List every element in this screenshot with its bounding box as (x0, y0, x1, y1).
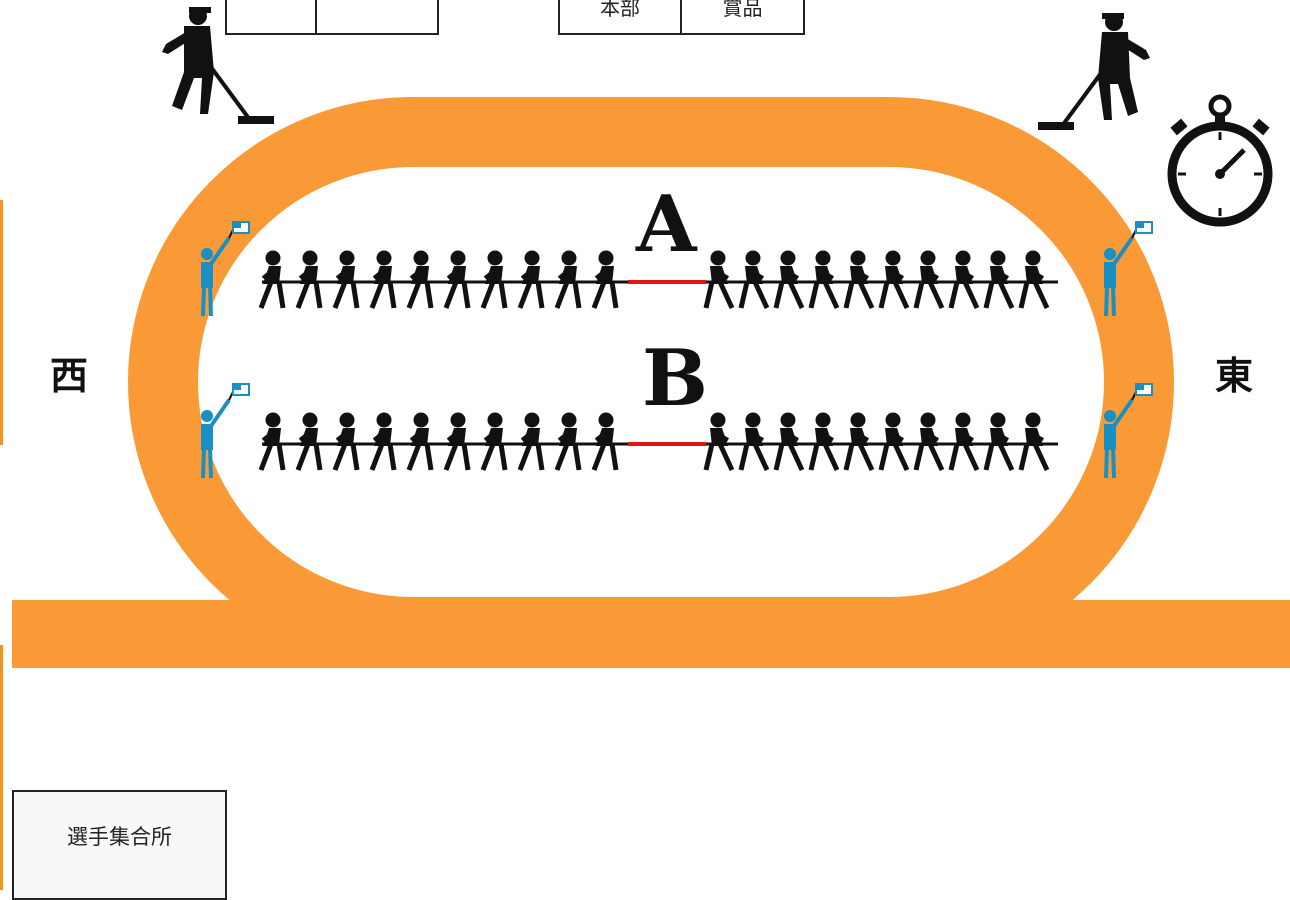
player-assembly-area: 選手集合所 (12, 790, 227, 900)
tug-team-icon (703, 250, 1050, 310)
lane-letter-a: A (636, 179, 697, 270)
flag-person-icon (201, 221, 250, 317)
tug-team-icon (258, 412, 619, 471)
lane-letter-b: B (642, 333, 708, 424)
sweeper-icon (1038, 13, 1150, 130)
flag-person-icon (1104, 221, 1153, 317)
flag-person-icon (201, 383, 250, 479)
west-label: 西 (50, 354, 89, 398)
east-label: 東 (1215, 354, 1254, 398)
tug-lane-b (258, 412, 1058, 472)
tug-team-icon (703, 412, 1050, 472)
top-left-booth (225, 0, 439, 35)
top-center-booth: 本部 賞品 (558, 0, 805, 35)
flag-person-icon (1104, 383, 1153, 479)
left-edge-mark-upper (0, 200, 3, 445)
booth-cell (227, 0, 317, 33)
tug-lane-a (258, 250, 1058, 310)
sweeper-icon (162, 7, 274, 124)
track-oval (128, 97, 1174, 667)
stopwatch-icon (1167, 94, 1273, 227)
booth-cell-headquarters: 本部 (560, 0, 682, 33)
booth-cell-prizes: 賞品 (722, 0, 763, 20)
tug-team-icon (258, 250, 619, 309)
left-edge-mark-lower (0, 645, 3, 890)
